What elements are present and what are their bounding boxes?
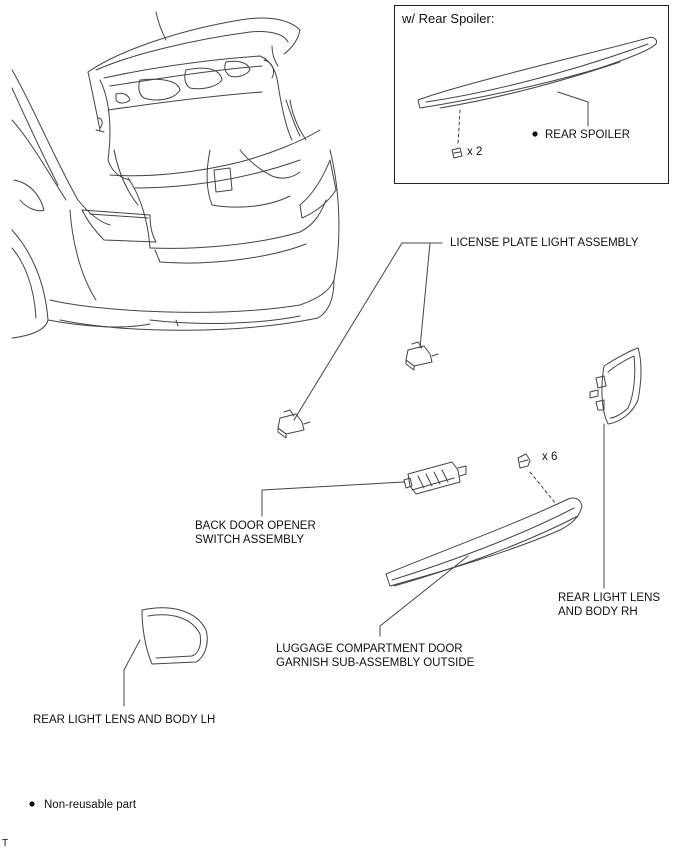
rear-light-lh-leader-line (123, 639, 141, 707)
spoiler-clip-qty: x 2 (467, 146, 483, 158)
spoiler-leader-line (557, 91, 589, 127)
license-plate-light-lh (277, 409, 311, 439)
switch-leader-line (261, 481, 405, 517)
rear-spoiler-label: REAR SPOILER (545, 129, 630, 141)
license-light-leader-rh (419, 242, 431, 349)
rear-light-rh-label-line2: AND BODY RH (558, 606, 638, 618)
license-plate-light-label: LICENSE PLATE LIGHT ASSEMBLY (450, 237, 639, 249)
luggage-door-garnish (385, 497, 583, 587)
garnish-clip-qty: x 6 (542, 451, 558, 463)
rear-light-lens-lh (141, 607, 208, 665)
license-plate-light-rh (405, 341, 439, 371)
non-reusable-bullet-inset (532, 131, 538, 137)
inset-frame (394, 5, 669, 184)
garnish-clip-dash-line (529, 471, 557, 505)
spoiler-clip (451, 147, 463, 159)
spoiler-clip-dash-line (457, 109, 461, 145)
inset-title: w/ Rear Spoiler: (402, 11, 495, 26)
car-rear-illustration (11, 11, 340, 339)
garnish-leader-line (379, 555, 469, 637)
non-reusable-bullet-legend (29, 801, 35, 807)
back-door-switch-label-line2: SWITCH ASSEMBLY (195, 534, 305, 546)
rear-light-lh-label: REAR LIGHT LENS AND BODY LH (33, 714, 216, 726)
back-door-opener-switch (403, 461, 467, 495)
garnish-label-line1: LUGGAGE COMPARTMENT DOOR (276, 643, 463, 655)
corner-mark: T (2, 838, 9, 849)
rear-spoiler (417, 37, 657, 109)
garnish-label-line2: GARNISH SUB-ASSEMBLY OUTSIDE (276, 657, 475, 669)
legend-note: Non-reusable part (44, 799, 137, 811)
back-door-switch-label-line1: BACK DOOR OPENER (195, 520, 316, 532)
rear-light-lens-rh (589, 347, 642, 425)
license-light-leader-lh (293, 242, 443, 421)
garnish-clip (517, 453, 531, 469)
rear-light-rh-label-line1: REAR LIGHT LENS (558, 592, 661, 604)
